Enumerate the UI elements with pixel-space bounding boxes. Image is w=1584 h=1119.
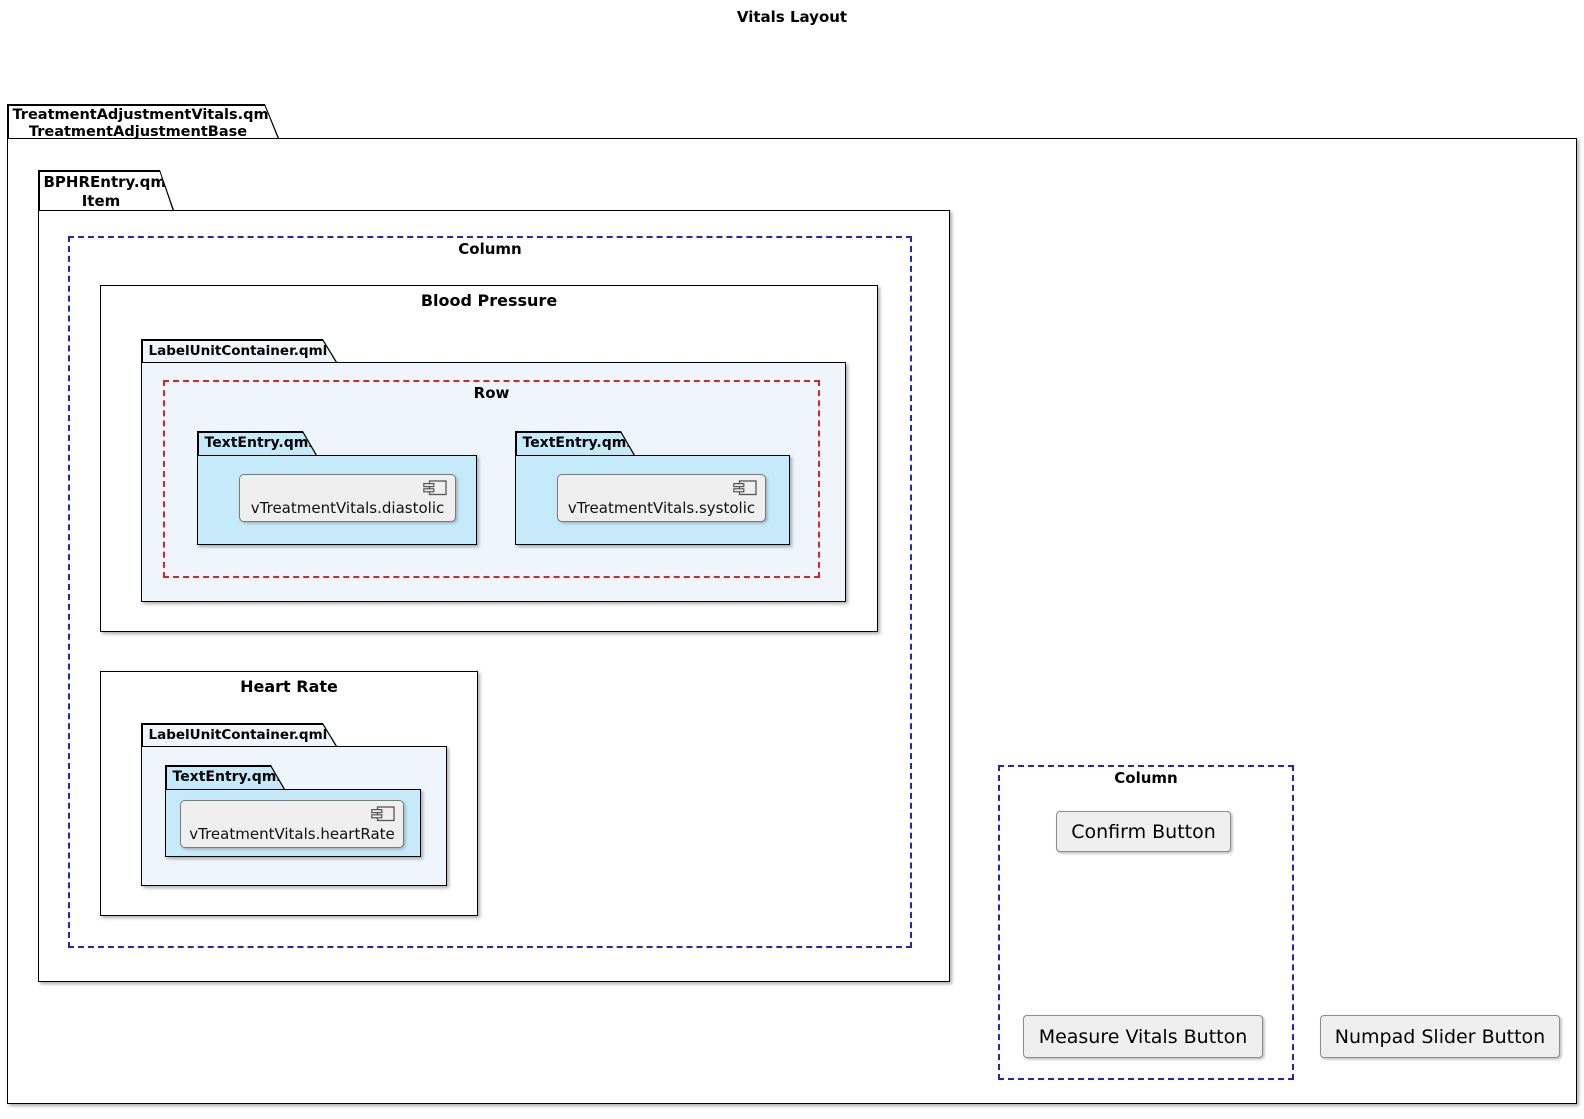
bp-labelunit-folder-tab: LabelUnitContainer.qml (141, 339, 337, 362)
bphr-package-tab: BPHREntry.qml Item (38, 170, 174, 210)
heart-rate-title: Heart Rate (240, 677, 338, 696)
diagram-title: Vitals Layout (736, 8, 848, 26)
outer-package-base: TreatmentAdjustmentBase (28, 123, 248, 140)
systolic-component-label: vTreatmentVitals.systolic (567, 499, 756, 517)
hr-textentry-label: TextEntry.qml (172, 768, 282, 785)
layout-column-label: Column (458, 240, 522, 258)
component-icon (371, 806, 395, 822)
heartrate-component-label: vTreatmentVitals.heartRate (189, 825, 395, 843)
outer-package-file: TreatmentAdjustmentVitals.qml (12, 106, 274, 123)
component-icon (423, 480, 447, 496)
heartrate-component: vTreatmentVitals.heartRate (180, 800, 404, 848)
bphr-package-file: BPHREntry.qml (43, 172, 172, 191)
bp-textentry-diastolic-tab: TextEntry.qml (197, 431, 317, 455)
measure-vitals-button: Measure Vitals Button (1023, 1015, 1263, 1058)
blood-pressure-title: Blood Pressure (420, 291, 558, 310)
bp-row-label: Row (473, 384, 510, 402)
hr-textentry-tab: TextEntry.qml (165, 765, 285, 789)
bphr-package-base: Item (81, 191, 121, 210)
buttons-column-label: Column (1114, 769, 1178, 787)
layout-column-frame: Column (68, 236, 912, 948)
bp-labelunit-folder-label: LabelUnitContainer.qml (148, 342, 328, 359)
numpad-slider-button: Numpad Slider Button (1320, 1015, 1560, 1058)
diastolic-component-label: vTreatmentVitals.diastolic (250, 499, 445, 517)
confirm-button: Confirm Button (1056, 811, 1231, 852)
bp-textentry-diastolic-label: TextEntry.qml (204, 434, 314, 451)
buttons-column-frame: Column (998, 765, 1294, 1080)
hr-labelunit-folder-label: LabelUnitContainer.qml (148, 726, 328, 743)
component-icon (733, 480, 757, 496)
bp-textentry-systolic-label: TextEntry.qml (522, 434, 632, 451)
systolic-component: vTreatmentVitals.systolic (557, 474, 766, 522)
outer-package-tab: TreatmentAdjustmentVitals.qml TreatmentA… (7, 104, 279, 138)
hr-labelunit-folder-tab: LabelUnitContainer.qml (141, 723, 337, 746)
diastolic-component: vTreatmentVitals.diastolic (239, 474, 456, 522)
bp-textentry-systolic-tab: TextEntry.qml (515, 431, 635, 455)
bp-row-frame: Row (163, 380, 820, 578)
